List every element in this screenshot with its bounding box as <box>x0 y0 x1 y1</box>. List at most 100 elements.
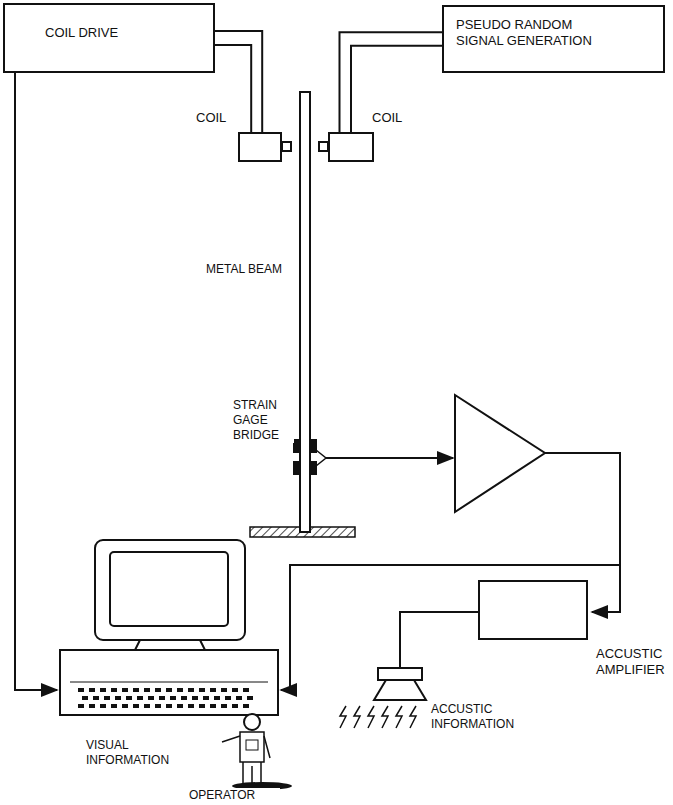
key <box>148 696 154 700</box>
key <box>247 696 253 700</box>
key <box>133 688 139 692</box>
key <box>199 704 205 708</box>
key <box>82 696 88 700</box>
key <box>111 704 117 708</box>
key <box>155 688 161 692</box>
key <box>243 688 249 692</box>
key <box>170 696 176 700</box>
key <box>166 688 172 692</box>
node-label: COIL DRIVE <box>45 25 205 41</box>
key <box>203 696 209 700</box>
part-label: VISUAL INFORMATION <box>85 738 197 768</box>
sound-mark <box>368 706 374 728</box>
key <box>122 704 128 708</box>
part-label: OPERATOR <box>188 788 280 803</box>
coil-box: COIL <box>238 132 282 162</box>
block-box: COIL DRIVE <box>3 3 215 73</box>
key <box>78 704 84 708</box>
gage-lead <box>316 450 326 466</box>
key <box>232 688 238 692</box>
key <box>111 688 117 692</box>
signal-wire <box>281 565 620 690</box>
strain-gage <box>294 462 299 474</box>
key <box>115 696 121 700</box>
key <box>221 688 227 692</box>
key <box>122 688 128 692</box>
key <box>192 696 198 700</box>
amplifier-symbol <box>455 395 545 512</box>
key <box>144 688 150 692</box>
key <box>177 688 183 692</box>
computer-base <box>60 650 278 715</box>
operator-head <box>244 714 260 730</box>
signal-wire <box>326 457 453 459</box>
block-box: ACCUSTIC AMPLIFIER <box>478 580 588 640</box>
key <box>225 696 231 700</box>
part-label: METAL BEAM <box>205 262 299 277</box>
key <box>188 688 194 692</box>
key <box>89 688 95 692</box>
key <box>93 696 99 700</box>
node-label: COIL <box>372 110 416 126</box>
sound-mark <box>396 706 402 728</box>
key <box>232 704 238 708</box>
control-wire <box>15 73 57 690</box>
coil-pole <box>282 142 291 151</box>
keyboard-keys <box>78 688 253 708</box>
sound-mark <box>410 706 416 728</box>
node-label: PSEUDO RANDOM SIGNAL GENERATION <box>456 17 616 49</box>
operator-arms <box>222 736 270 758</box>
key <box>89 704 95 708</box>
monitor-stand <box>135 640 205 650</box>
node-label: ACCUSTIC AMPLIFIER <box>596 646 672 678</box>
coil-pole <box>319 142 328 151</box>
key <box>104 696 110 700</box>
key <box>155 704 161 708</box>
operator-pocket <box>246 740 258 750</box>
key <box>126 696 132 700</box>
key <box>144 704 150 708</box>
key <box>100 688 106 692</box>
key <box>221 704 227 708</box>
part-label: STRAIN GAGE BRIDGE <box>232 398 294 443</box>
sound-mark <box>354 706 360 728</box>
key <box>199 688 205 692</box>
key <box>166 704 172 708</box>
key <box>243 704 249 708</box>
sound-mark <box>382 706 388 728</box>
sound-mark <box>340 706 346 728</box>
coil-wire-return <box>351 46 442 132</box>
key <box>177 704 183 708</box>
key <box>236 696 242 700</box>
key <box>137 696 143 700</box>
sound-marks <box>340 706 416 728</box>
block-box: PSEUDO RANDOM SIGNAL GENERATION <box>442 5 665 73</box>
strain-gage <box>311 440 316 452</box>
computer-monitor <box>95 540 245 640</box>
metal-beam <box>300 92 310 532</box>
speaker-symbol <box>374 680 426 700</box>
key <box>181 696 187 700</box>
key <box>214 696 220 700</box>
speaker-symbol <box>378 668 422 680</box>
part-label: ACCUSTIC INFORMATION <box>430 702 542 732</box>
key <box>210 688 216 692</box>
key <box>100 704 106 708</box>
computer-base <box>70 682 268 683</box>
coil-wire <box>340 32 443 132</box>
key <box>133 704 139 708</box>
strain-gage <box>294 440 299 452</box>
speaker-wire <box>400 612 478 668</box>
strain-gage <box>311 462 316 474</box>
key <box>78 688 84 692</box>
coil-box: COIL <box>328 132 374 162</box>
key <box>188 704 194 708</box>
key <box>210 704 216 708</box>
key <box>159 696 165 700</box>
operator-body <box>240 732 264 762</box>
operator-legs <box>243 762 261 784</box>
node-label: COIL <box>196 110 240 126</box>
